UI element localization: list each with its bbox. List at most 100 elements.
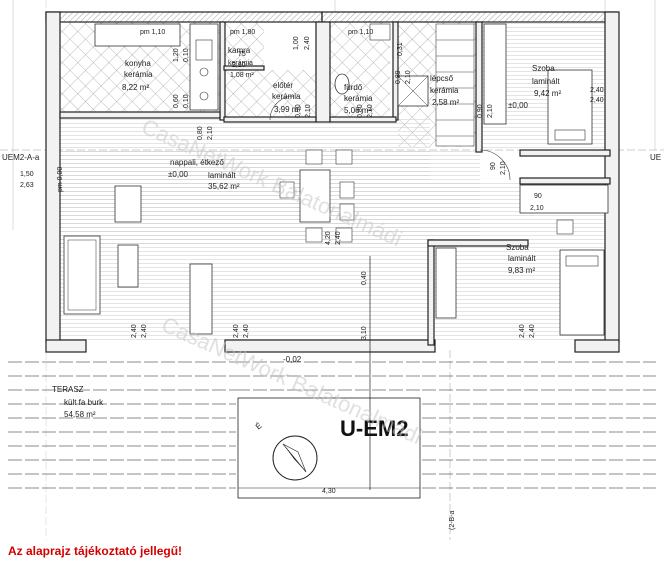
- svg-text:pm 1,10: pm 1,10: [348, 29, 373, 36]
- svg-text:2,10: 2,10: [232, 62, 246, 69]
- svg-text:laminált: laminált: [208, 171, 236, 180]
- svg-text:1,20: 1,20: [173, 48, 180, 62]
- svg-text:Szoba: Szoba: [532, 64, 555, 73]
- svg-text:kerámia: kerámia: [124, 70, 153, 79]
- svg-text:2,63: 2,63: [20, 182, 34, 189]
- svg-text:3,10: 3,10: [361, 326, 368, 340]
- axis-label-right: UE: [650, 153, 661, 162]
- svg-text:2,40: 2,40: [590, 97, 604, 104]
- svg-text:0,40: 0,40: [361, 271, 368, 285]
- north-arrow-icon: [272, 435, 318, 481]
- svg-text:kerámia: kerámia: [272, 92, 301, 101]
- svg-text:75: 75: [238, 51, 246, 58]
- svg-text:4,30: 4,30: [322, 488, 336, 495]
- svg-text:5,06 m²: 5,06 m²: [344, 106, 371, 115]
- svg-text:1,08 m²: 1,08 m²: [230, 72, 254, 79]
- disclaimer-text: Az alaprajz tájékoztató jellegű!: [8, 544, 183, 558]
- svg-text:TERASZ: TERASZ: [52, 385, 84, 394]
- svg-text:fürdő: fürdő: [344, 83, 363, 92]
- svg-text:0,90: 0,90: [295, 104, 302, 118]
- svg-text:kerámia: kerámia: [430, 86, 459, 95]
- svg-text:0,80: 0,80: [197, 126, 204, 140]
- plan-title: U-EM2: [340, 416, 408, 441]
- svg-text:2,10: 2,10: [530, 205, 544, 212]
- svg-text:laminált: laminált: [508, 254, 536, 263]
- room-stair: lépcső kerámia 2,58 m²: [430, 74, 459, 107]
- svg-text:2,40: 2,40: [131, 324, 138, 338]
- svg-text:1,00: 1,00: [293, 36, 300, 50]
- svg-text:0,80: 0,80: [357, 104, 364, 118]
- svg-text:2,40: 2,40: [519, 324, 526, 338]
- svg-text:2,10: 2,10: [405, 70, 412, 84]
- svg-text:3,99 m²: 3,99 m²: [274, 105, 301, 114]
- kitchen-counter: [94, 23, 181, 47]
- room-kitchen: konyha kerámia 8,22 m²: [122, 59, 153, 92]
- svg-text:0,89: 0,89: [395, 70, 402, 84]
- room-living: nappali, étkező laminált 35,62 m² ±0,00: [168, 158, 240, 191]
- svg-text:2,40: 2,40: [141, 324, 148, 338]
- floor-plan: É U-EM2 CasaNetWork Balatonalmádi CasaNe…: [0, 0, 664, 540]
- svg-text:0,60: 0,60: [173, 94, 180, 108]
- svg-text:előtér: előtér: [273, 81, 293, 90]
- svg-text:lépcső: lépcső: [430, 74, 454, 83]
- north-label: É: [254, 421, 264, 431]
- svg-text:54,58 m²: 54,58 m²: [64, 410, 96, 419]
- svg-text:9,42 m²: 9,42 m²: [534, 89, 561, 98]
- dimension-labels: pm 1,10 pm 1,80 pm 1,10 pm 0,00 75 2,10 …: [20, 29, 604, 495]
- coffee-table: [117, 244, 139, 288]
- svg-text:kamra: kamra: [228, 46, 251, 55]
- svg-text:2,58 m²: 2,58 m²: [432, 98, 459, 107]
- staircase: [435, 23, 475, 147]
- svg-text:±0,00: ±0,00: [508, 101, 529, 110]
- svg-text:35,62 m²: 35,62 m²: [208, 182, 240, 191]
- svg-text:2,10: 2,10: [487, 104, 494, 118]
- wardrobe-1: [483, 23, 507, 125]
- svg-text:2,10: 2,10: [500, 161, 507, 175]
- svg-text:kerámia: kerámia: [228, 60, 253, 67]
- hall-floor: [224, 70, 316, 117]
- svg-text:kült fa burk: kült fa burk: [64, 398, 104, 407]
- svg-text:kerámia: kerámia: [344, 94, 373, 103]
- svg-text:2,40: 2,40: [590, 87, 604, 94]
- svg-text:4,20: 4,20: [325, 231, 332, 245]
- chair-icon: [556, 219, 574, 235]
- svg-text:pm 1,80: pm 1,80: [230, 29, 255, 36]
- room-bedroom-2: Szoba laminált 9,83 m²: [506, 243, 536, 275]
- kitchen-cabinet: [189, 23, 219, 111]
- svg-text:2,10: 2,10: [305, 104, 312, 118]
- svg-text:2,10: 2,10: [367, 104, 374, 118]
- svg-text:2,40: 2,40: [304, 36, 311, 50]
- svg-text:Szoba: Szoba: [506, 243, 529, 252]
- svg-text:90: 90: [534, 193, 542, 200]
- room-hall: előtér kerámia 3,99 m²: [272, 81, 301, 114]
- room-terrace: TERASZ kült fa burk 54,58 m² -0,02: [52, 355, 302, 419]
- svg-text:1,50: 1,50: [20, 171, 34, 178]
- svg-text:pm 1,10: pm 1,10: [140, 29, 165, 36]
- wardrobe-2: [435, 247, 457, 319]
- svg-text:9,83 m²: 9,83 m²: [508, 266, 535, 275]
- svg-text:nappali, étkező: nappali, étkező: [170, 158, 224, 167]
- tv-unit: [189, 263, 213, 335]
- kamra-floor: [224, 22, 264, 67]
- desk: [519, 184, 609, 214]
- svg-text:2,10: 2,10: [207, 126, 214, 140]
- dining-table: [299, 169, 331, 223]
- svg-text:0,31: 0,31: [397, 42, 404, 56]
- svg-text:0,90: 0,90: [477, 104, 484, 118]
- svg-text:laminált: laminált: [532, 77, 560, 86]
- svg-text:0,10: 0,10: [183, 48, 190, 62]
- walls: [45, 11, 620, 353]
- svg-text:2,40: 2,40: [243, 324, 250, 338]
- svg-text:2,40: 2,40: [529, 324, 536, 338]
- room-bedroom-1: Szoba laminált 9,42 m² ±0,00: [508, 64, 561, 110]
- svg-text:2,40: 2,40: [233, 324, 240, 338]
- armchair: [114, 185, 142, 223]
- svg-text:8,22 m²: 8,22 m²: [122, 83, 149, 92]
- room-kamra: kamra kerámia 1,08 m²: [228, 46, 254, 79]
- terrace-deck: [8, 361, 656, 489]
- svg-text:konyha: konyha: [125, 59, 151, 68]
- svg-text:-0,02: -0,02: [283, 355, 302, 364]
- svg-text:90: 90: [490, 162, 497, 170]
- axis-label-bottom: (2-B-a: [449, 510, 456, 530]
- sofa: [63, 235, 101, 315]
